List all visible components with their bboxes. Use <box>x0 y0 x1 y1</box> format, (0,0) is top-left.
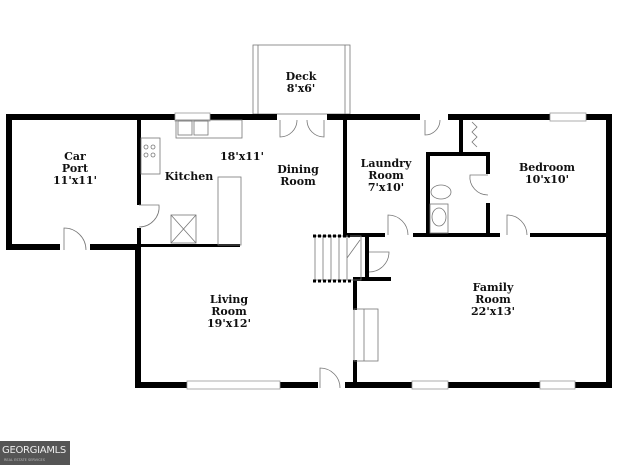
stairs <box>313 234 362 283</box>
room-label-kitchen: Kitchen <box>165 170 214 183</box>
logo-text: GEORGIAMLS <box>2 445 66 456</box>
logo-tagline: REAL ESTATE SERVICES <box>4 458 45 462</box>
georgia-mls-logo: GEORGIAMLS REAL ESTATE SERVICES <box>0 441 70 465</box>
room-size-kitchen: 18'x11' <box>220 150 264 163</box>
doors <box>63 119 528 389</box>
walls <box>6 114 612 388</box>
deck-outline <box>252 44 351 115</box>
fixtures <box>140 119 452 362</box>
